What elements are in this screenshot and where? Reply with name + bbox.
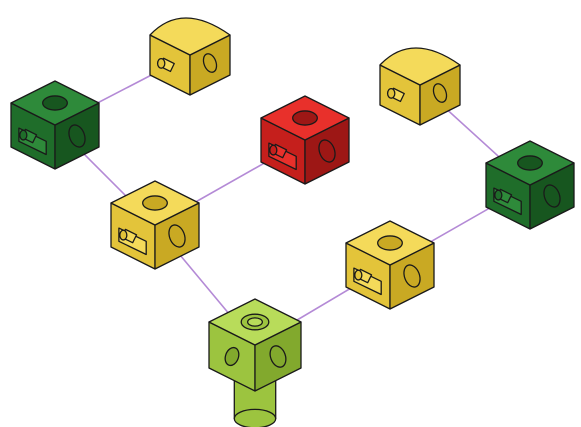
cube-with-peg-icon [345,220,435,310]
peg-tip [269,144,278,156]
hub-with-axle-icon [208,298,302,427]
cube-with-peg-icon [485,140,575,230]
blocks-layer [10,17,575,427]
hub-bore-inner [246,317,264,327]
quarter-curved-top [379,47,461,86]
side-hole [68,124,86,148]
side-hole [403,264,421,288]
side-hole [318,139,336,163]
peg-tip [494,189,503,201]
axle-end [233,408,277,427]
peg-tip [354,269,363,281]
side-hole [224,346,240,367]
side-hole [168,224,186,248]
quarter-curved-top [149,17,231,56]
cube-with-peg-icon [260,95,350,185]
quarter-round-block-icon [379,47,461,126]
side-hole [432,83,448,103]
side-hole [269,345,287,368]
top-hole [142,195,168,211]
side-hole [202,53,218,73]
side-hole [543,184,561,208]
peg-tip [119,229,128,241]
quarter-round-block-icon [149,17,231,96]
cube-with-peg-icon [110,180,200,270]
top-hole [42,95,68,111]
top-hole [517,155,543,171]
peg-tip [156,57,166,69]
top-hole [377,235,403,251]
peg-tip [19,129,28,141]
top-hole [292,110,318,126]
cube-with-peg-icon [10,80,100,170]
peg-tip [386,87,396,99]
